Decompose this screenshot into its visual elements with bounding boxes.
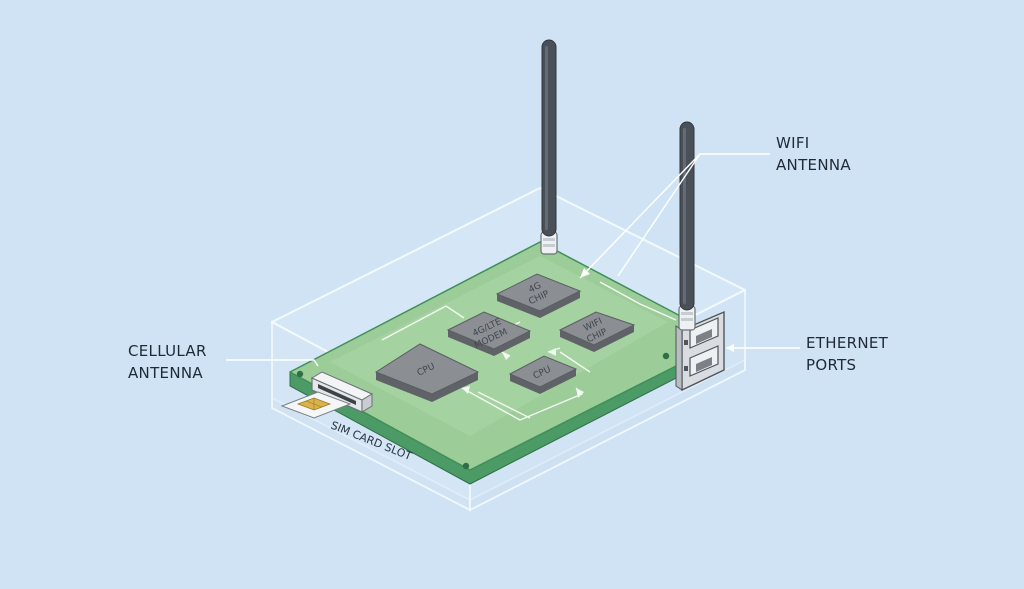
cellular-antenna-label-line2: ANTENNA [128,364,203,382]
cellular-antenna-label-line1: CELLULAR [128,342,207,360]
cpu-small-chip: CPU [508,355,578,394]
mount-hole [462,462,470,470]
ethernet-ports-callout: ETHERNET PORTS [806,334,889,374]
callout-arrows [580,268,734,352]
antenna-right-rod [679,121,695,311]
mount-hole [662,352,670,360]
wifi-chip: WIFI CHIP [558,311,636,352]
antenna-right [678,121,696,331]
chip-4g-label-line1: 4G [527,281,543,295]
wifi-callout-line-2 [617,153,701,277]
cellular-antenna-callout: CELLULAR ANTENNA [128,342,207,382]
sim-slot-opening [318,384,356,405]
wifi-antenna-callout: WIFI ANTENNA [776,134,851,174]
ethernet-ports [675,310,725,392]
trace-arrows [462,348,584,398]
modem-chip: 4G/LTE MODEM [446,311,532,356]
antenna-left-rod [541,39,557,237]
cpu-main-chip: CPU [374,343,480,402]
ethernet-ports-label-line1: ETHERNET [806,334,889,352]
ethernet-ports-label-line2: PORTS [806,356,856,374]
cellular-callout-line [226,359,319,367]
callout-lines [226,153,800,367]
chip-4g: 4G CHIP [495,273,582,318]
wifi-antenna-label-line2: ANTENNA [776,156,851,174]
wifi-antenna-label-line1: WIFI [776,134,810,152]
mount-hole [296,370,304,378]
antenna-left [540,39,558,255]
